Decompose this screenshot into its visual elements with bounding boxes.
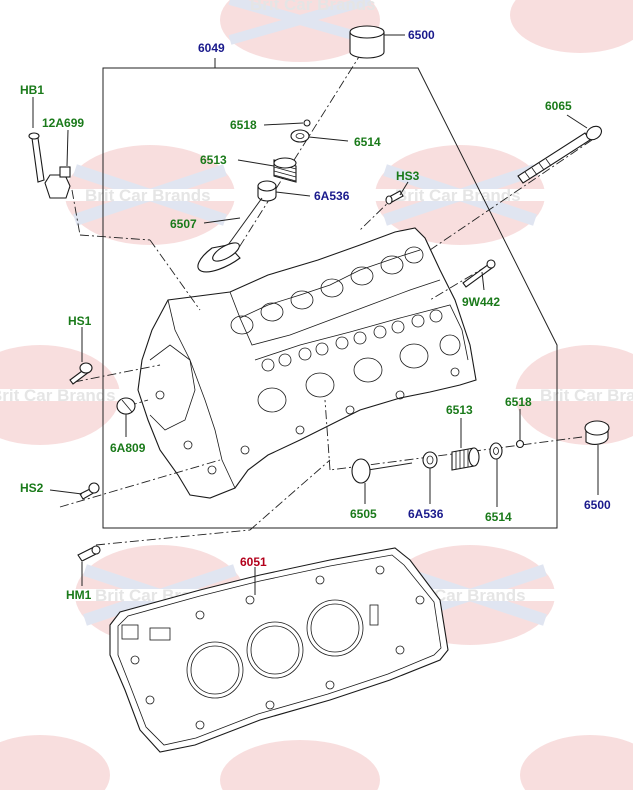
watermark-flag — [220, 740, 380, 790]
callout-6A809: 6A809 — [110, 441, 146, 455]
callout-HM1: HM1 — [66, 588, 92, 602]
callout-6500-bottom: 6500 — [584, 498, 611, 512]
callout-6518-bottom: 6518 — [505, 395, 532, 409]
watermark-flag — [0, 735, 110, 790]
cylinder-head — [137, 227, 477, 499]
callout-6500-top: 6500 — [408, 28, 435, 42]
valve-spring-6513-bottom — [451, 447, 480, 471]
callout-6507: 6507 — [170, 217, 197, 231]
valve-ports — [261, 309, 443, 372]
cam-bearing-bays — [230, 246, 424, 335]
lower-bays — [257, 334, 461, 413]
watermark-flag — [375, 145, 545, 245]
screw-HS2 — [79, 482, 100, 500]
watermark-text: Brit Car Brands — [85, 186, 211, 205]
callout-9W442: 9W442 — [462, 295, 500, 309]
valve-collet-6518-top — [303, 119, 311, 127]
stud-9W442 — [462, 259, 496, 288]
callout-labels: 6049 6500 6065 HB1 12A699 6518 6514 6513… — [20, 28, 611, 602]
callout-6049: 6049 — [198, 41, 225, 55]
callout-HS1: HS1 — [68, 314, 92, 328]
watermark-flag — [65, 145, 235, 245]
tappet-6500-top — [349, 25, 385, 59]
callout-6518-top: 6518 — [230, 118, 257, 132]
watermark-text: Brit Car Brands — [540, 386, 633, 405]
callout-6065: 6065 — [545, 99, 572, 113]
watermark-text: Brit Car Brands — [0, 386, 116, 405]
callout-6505: 6505 — [350, 507, 377, 521]
valve-collet-6518-bottom — [515, 439, 525, 449]
callout-6513-top: 6513 — [200, 153, 227, 167]
assembly-bracket-6049 — [102, 58, 558, 529]
callout-HS2: HS2 — [20, 481, 44, 495]
valve-spring-6513-top — [273, 157, 297, 183]
exhaust-valve-6507 — [197, 197, 263, 273]
intake-valve-6505 — [351, 458, 413, 484]
callout-12A699: 12A699 — [42, 116, 84, 130]
head-bolt-6065 — [517, 125, 603, 184]
watermark-flag — [515, 345, 633, 445]
spring-seat-6514-bottom — [489, 442, 503, 460]
tappet-6500-bottom — [584, 420, 610, 445]
watermark-flag — [220, 0, 380, 62]
callout-6514-top: 6514 — [354, 135, 381, 149]
gasket-holes — [121, 565, 425, 730]
bolt-holes — [155, 367, 460, 475]
callout-HS3: HS3 — [396, 169, 420, 183]
valve-seal-6A536-bottom — [422, 451, 438, 469]
callout-6A536-bottom: 6A536 — [408, 507, 444, 521]
dowel-HM1 — [77, 545, 101, 562]
spring-seat-6514-top — [290, 129, 310, 143]
sensor-12A699 — [28, 132, 71, 199]
valve-seal-6A536-top — [257, 180, 277, 202]
screw-HS1 — [69, 362, 93, 385]
watermark-flag — [520, 735, 633, 790]
watermark-text: Brit Car Brands — [395, 186, 521, 205]
callout-6A536-top: 6A536 — [314, 189, 350, 203]
bolt-HS3 — [385, 190, 404, 205]
callout-6051: 6051 — [240, 555, 267, 569]
leader-lines — [32, 34, 599, 595]
callout-HB1: HB1 — [20, 83, 44, 97]
head-gasket-6051 — [109, 547, 449, 753]
watermark-flag — [510, 0, 633, 53]
callout-6513-bottom: 6513 — [446, 403, 473, 417]
watermark-text: Brit Car Brands — [250, 0, 376, 14]
plug-6A809 — [116, 397, 136, 415]
callout-6514-bottom: 6514 — [485, 510, 512, 524]
